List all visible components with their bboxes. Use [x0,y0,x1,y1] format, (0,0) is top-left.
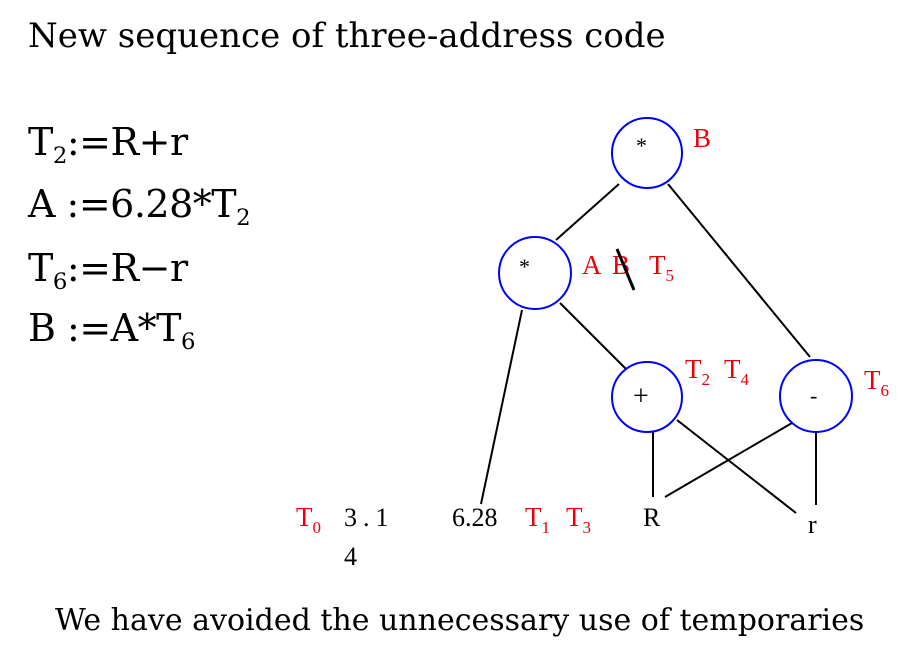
code-line-2-rhs-sub: 2 [236,204,251,231]
node-plus-label-1-main: T [685,354,702,384]
code-line-3-rhs: :=R−r [66,246,188,290]
node-plus-label-1-sub: 2 [702,370,711,389]
code-line-4-lhs: B [28,306,56,350]
leaf-const: 6.28 [452,503,498,532]
code-line-3: T6:=R−r [28,246,188,293]
strike-mark [615,248,636,291]
node-mult-top-label: B [693,123,711,153]
leaf-t3-sub: 3 [583,518,592,537]
edge-minus-R [664,422,793,498]
leaf-t1-sub: 1 [542,518,551,537]
node-plus-label-2-sub: 4 [741,370,750,389]
code-line-4: B :=A*T6 [28,306,195,353]
leaf-t3: T3 [566,502,591,537]
code-line-1: T2:=R+r [28,120,188,167]
code-line-2-rhs: :=6.28*T [54,182,237,226]
node-minus-label-main: T [864,365,881,395]
leaf-t0-main: T [296,502,313,532]
leaf-t3-main: T [566,502,583,532]
leaf-pi-line1: 3.1 [344,503,395,532]
code-line-1-lhs: T [28,120,53,164]
leaf-r: r [808,510,817,539]
node-minus-label-sub: 6 [881,381,890,400]
node-plus-label-2-main: T [724,354,741,384]
node-mult-mid-label-t: T5 [649,250,674,285]
leaf-pi-line2: 4 [344,542,357,571]
code-line-1-lhs-sub: 2 [52,142,68,169]
leaf-t1: T1 [525,502,550,537]
leaf-t1-main: T [525,502,542,532]
code-line-2: A :=6.28*T2 [28,182,251,229]
leaf-R: R [643,503,661,532]
node-minus-label: T6 [864,365,889,400]
node-plus: + [611,361,683,433]
edge-top-minus [667,183,811,358]
code-line-2-lhs: A [28,182,55,226]
node-mult-top-op: * [636,133,647,158]
node-mult-mid-label-a: A [582,250,602,280]
footer-note: We have avoided the unnecessary use of t… [55,603,865,638]
leaf-t0-sub: 0 [313,518,322,537]
code-line-1-rhs: :=R+r [66,120,188,164]
code-line-4-rhs: :=A*T [55,306,181,350]
leaf-t0: T0 [296,502,321,537]
node-plus-label-1: T2 [685,354,710,389]
node-minus: - [779,359,853,433]
page-title: New sequence of three-address code [28,16,666,56]
edge-plus-r [676,419,797,514]
node-mult-mid-label-t-main: T [649,250,666,280]
node-plus-label-2: T4 [724,354,750,389]
node-mult-mid: * [498,236,572,310]
node-mult-mid-op: * [519,254,530,279]
node-mult-top: * [611,117,683,189]
dag-edges [480,183,817,514]
edge-mid-plus [559,302,629,372]
edge-top-mid [555,183,620,241]
node-plus-op: + [633,381,649,412]
node-mult-mid-label-t-sub: 5 [666,266,675,285]
code-line-3-lhs-sub: 6 [52,268,68,295]
edge-mid-const [480,309,523,505]
node-minus-op: - [810,383,817,408]
code-line-4-rhs-sub: 6 [180,328,196,355]
code-line-3-lhs: T [28,246,53,290]
